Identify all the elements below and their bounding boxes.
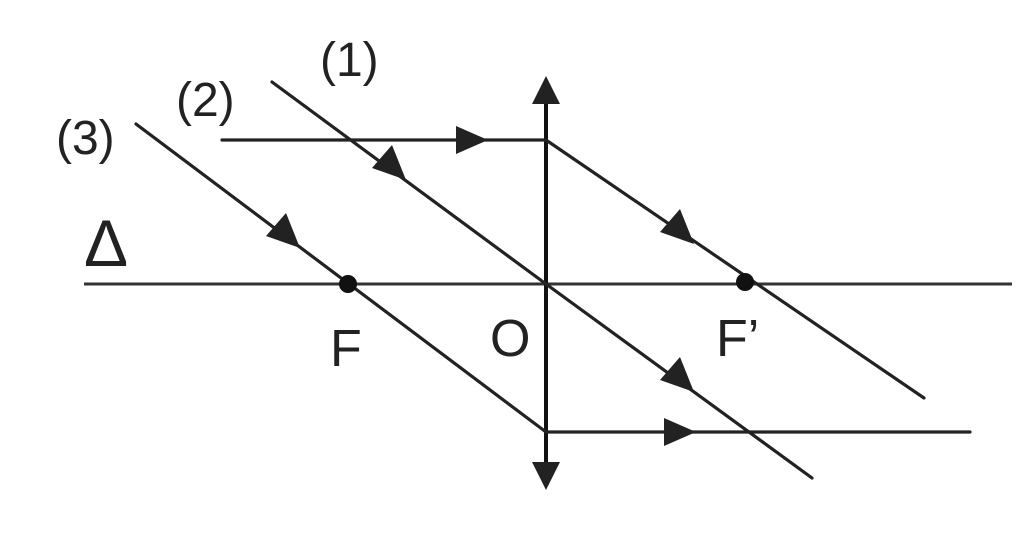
focus-object-point <box>339 275 357 293</box>
ray-2-arrow-icon <box>660 209 694 244</box>
ray-1-incident <box>270 80 548 286</box>
optical-center-label: O <box>490 310 530 368</box>
ray-3 <box>134 122 972 446</box>
focus-object-label: F <box>330 320 362 378</box>
lens-bottom-arrow-icon <box>532 462 560 490</box>
ray-3-label: (3) <box>56 112 115 165</box>
focus-image-label: F’ <box>716 310 759 368</box>
ray-3-arrow-icon <box>266 213 300 248</box>
ray-2-arrow-icon <box>456 126 488 154</box>
ray-1 <box>270 80 814 480</box>
ray-1-arrow-icon <box>660 357 694 392</box>
ray-1-label: (1) <box>320 34 379 87</box>
ray-2-label: (2) <box>176 74 235 127</box>
axis-label: Δ <box>84 206 128 280</box>
lens-top-arrow-icon <box>532 76 560 104</box>
ray-1-arrow-icon <box>372 145 406 180</box>
ray-3-arrow-icon <box>664 418 696 446</box>
ray-2 <box>220 126 926 400</box>
focus-image-point <box>736 273 754 291</box>
ray-2-emergent <box>544 138 926 400</box>
ray-3-incident <box>134 122 548 434</box>
